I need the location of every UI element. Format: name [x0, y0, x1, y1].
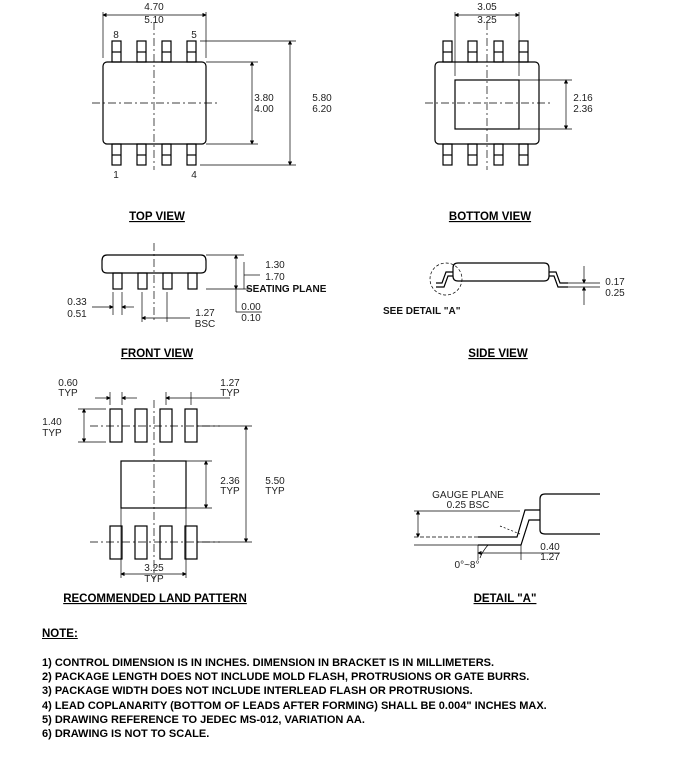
side-view-body — [452, 262, 550, 282]
pad-width-min: 3.05 — [477, 2, 497, 13]
total-width-max: 6.20 — [312, 104, 332, 115]
pin-8-label: 8 — [113, 30, 119, 41]
notes-heading: NOTE: — [42, 628, 78, 640]
gauge-plane-label: GAUGE PLANE — [432, 490, 504, 501]
land-center-height: 2.36 — [220, 476, 240, 487]
package-drawing: 4.70 5.10 8 5 1 4 3.80 4.00 5.80 6.20 TO… — [42, 2, 625, 605]
top-width-max: 5.10 — [144, 15, 164, 26]
land-span-note: TYP — [265, 486, 285, 497]
top-width-min: 4.70 — [144, 2, 164, 13]
body-width-min: 3.80 — [254, 93, 274, 104]
detail-body — [539, 493, 600, 535]
standoff-min: 0.00 — [241, 302, 261, 313]
seating-plane-label: SEATING PLANE — [246, 284, 327, 295]
land-center-width: 3.25 — [144, 563, 164, 574]
lead-thickness-max: 0.25 — [605, 288, 625, 299]
note-item: 4) LEAD COPLANARITY (BOTTOM OF LEADS AFT… — [42, 699, 547, 712]
detail-a — [414, 493, 600, 560]
lead-pitch: 1.27 — [195, 308, 215, 319]
note-item: 2) PACKAGE LENGTH DOES NOT INCLUDE MOLD … — [42, 671, 530, 684]
pin-4-label: 4 — [191, 170, 197, 181]
lead-angle: 0°~8° — [455, 560, 480, 571]
pad-width-max: 3.25 — [477, 15, 497, 26]
pin-5-label: 5 — [191, 30, 197, 41]
bottom-view — [425, 12, 572, 170]
gauge-plane-value: 0.25 BSC — [447, 500, 490, 511]
notes-section: NOTE: 1) CONTROL DIMENSION IS IN INCHES.… — [42, 628, 662, 741]
land-pad-width: 0.60 — [58, 378, 78, 389]
top-view — [92, 12, 296, 170]
height-max: 1.70 — [265, 272, 285, 283]
bottom-view-title: BOTTOM VIEW — [449, 211, 531, 223]
note-item: 3) PACKAGE WIDTH DOES NOT INCLUDE INTERL… — [42, 685, 473, 698]
see-detail-label: SEE DETAIL "A" — [383, 306, 461, 317]
body-width-max: 4.00 — [254, 104, 274, 115]
lead-width-max: 0.51 — [67, 309, 87, 320]
side-view-title: SIDE VIEW — [468, 348, 528, 360]
note-item: 1) CONTROL DIMENSION IS IN INCHES. DIMEN… — [42, 657, 495, 669]
land-center-width-note: TYP — [144, 574, 164, 585]
standoff-max: 0.10 — [241, 313, 261, 324]
height-min: 1.30 — [265, 260, 285, 271]
land-pad-height: 1.40 — [42, 417, 62, 428]
pad-height-min: 2.16 — [573, 93, 593, 104]
front-view-title: FRONT VIEW — [121, 348, 193, 360]
land-pattern — [78, 392, 252, 580]
land-thermal-pad — [120, 460, 187, 509]
lead-width-min: 0.33 — [67, 297, 87, 308]
note-item: 5) DRAWING REFERENCE TO JEDEC MS-012, VA… — [42, 713, 365, 726]
foot-length-min: 0.40 — [540, 542, 560, 553]
side-view — [429, 262, 600, 305]
note-item: 6) DRAWING IS NOT TO SCALE. — [42, 728, 210, 741]
land-pitch: 1.27 — [220, 378, 240, 389]
pin-1-label: 1 — [113, 170, 119, 181]
lead-thickness-min: 0.17 — [605, 277, 625, 288]
front-view — [92, 243, 262, 322]
detail-a-title: DETAIL "A" — [474, 593, 537, 605]
total-width-min: 5.80 — [312, 93, 332, 104]
foot-length-max: 1.27 — [540, 552, 560, 563]
front-view-body — [101, 254, 207, 274]
land-center-height-note: TYP — [220, 486, 240, 497]
land-pitch-note: TYP — [220, 388, 240, 399]
land-span: 5.50 — [265, 476, 285, 487]
lead-pitch-note: BSC — [195, 319, 216, 330]
land-pad-height-note: TYP — [42, 428, 62, 439]
pad-height-max: 2.36 — [573, 104, 593, 115]
land-pad-width-note: TYP — [58, 388, 78, 399]
top-view-title: TOP VIEW — [129, 211, 185, 223]
land-pattern-title: RECOMMENDED LAND PATTERN — [63, 593, 247, 605]
